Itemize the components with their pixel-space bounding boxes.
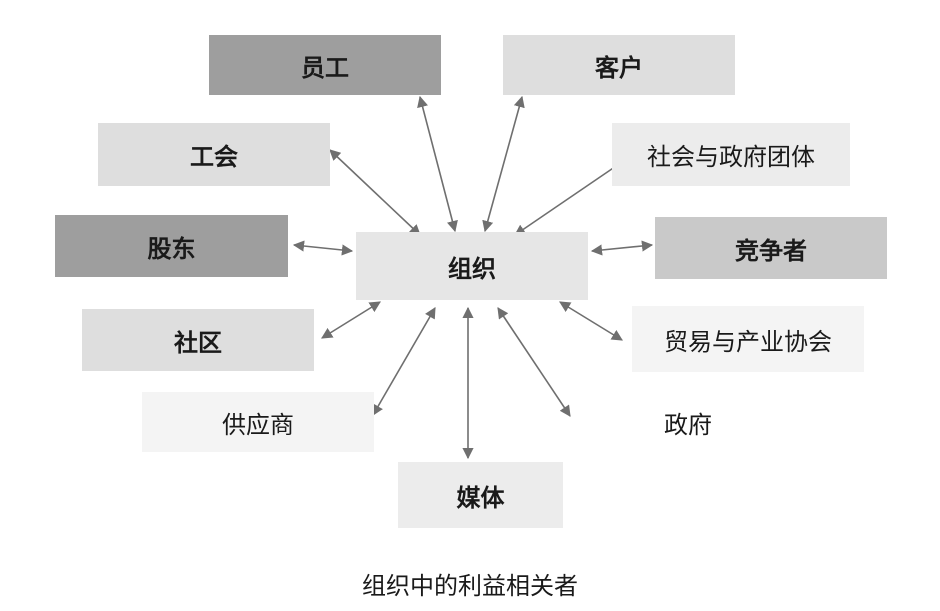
arrow-unions xyxy=(329,149,421,236)
node-shareholders-label: 股东 xyxy=(147,234,196,263)
arrow-government xyxy=(497,307,571,417)
arrow-community xyxy=(321,301,381,339)
figure-caption: 组织中的利益相关者 xyxy=(362,572,578,600)
node-employees-label: 员工 xyxy=(301,53,349,82)
arrow-employees xyxy=(417,95,458,233)
node-competitors: 竞争者 xyxy=(655,217,887,279)
node-government-label: 政府 xyxy=(664,410,712,439)
node-center-label: 组织 xyxy=(448,254,496,283)
arrow-shareholders xyxy=(292,240,354,256)
node-customers-label: 客户 xyxy=(595,53,643,82)
node-shareholders: 股东 xyxy=(55,215,288,277)
node-unions: 工会 xyxy=(98,123,330,186)
node-government: 政府 xyxy=(572,392,804,452)
arrow-trade-associations xyxy=(559,301,623,341)
node-media: 媒体 xyxy=(398,462,563,528)
node-social-groups: 社会与政府团体 xyxy=(612,123,850,186)
node-customers: 客户 xyxy=(503,35,735,95)
node-community-label: 社区 xyxy=(174,328,222,357)
arrow-customers xyxy=(482,95,525,233)
arrow-social-groups xyxy=(514,159,626,236)
node-community: 社区 xyxy=(82,309,314,371)
node-competitors-label: 竞争者 xyxy=(735,236,807,265)
node-suppliers-label: 供应商 xyxy=(222,410,294,439)
node-center-organization: 组织 xyxy=(356,232,588,300)
node-social-groups-label: 社会与政府团体 xyxy=(647,143,815,171)
node-employees: 员工 xyxy=(209,35,441,95)
node-unions-label: 工会 xyxy=(190,143,238,171)
arrow-competitors xyxy=(590,240,654,256)
node-suppliers: 供应商 xyxy=(142,392,374,452)
arrow-suppliers xyxy=(372,307,436,416)
node-trade-associations: 贸易与产业协会 xyxy=(632,306,864,372)
node-trade-associations-label: 贸易与产业协会 xyxy=(664,327,832,356)
node-media-label: 媒体 xyxy=(456,483,505,512)
